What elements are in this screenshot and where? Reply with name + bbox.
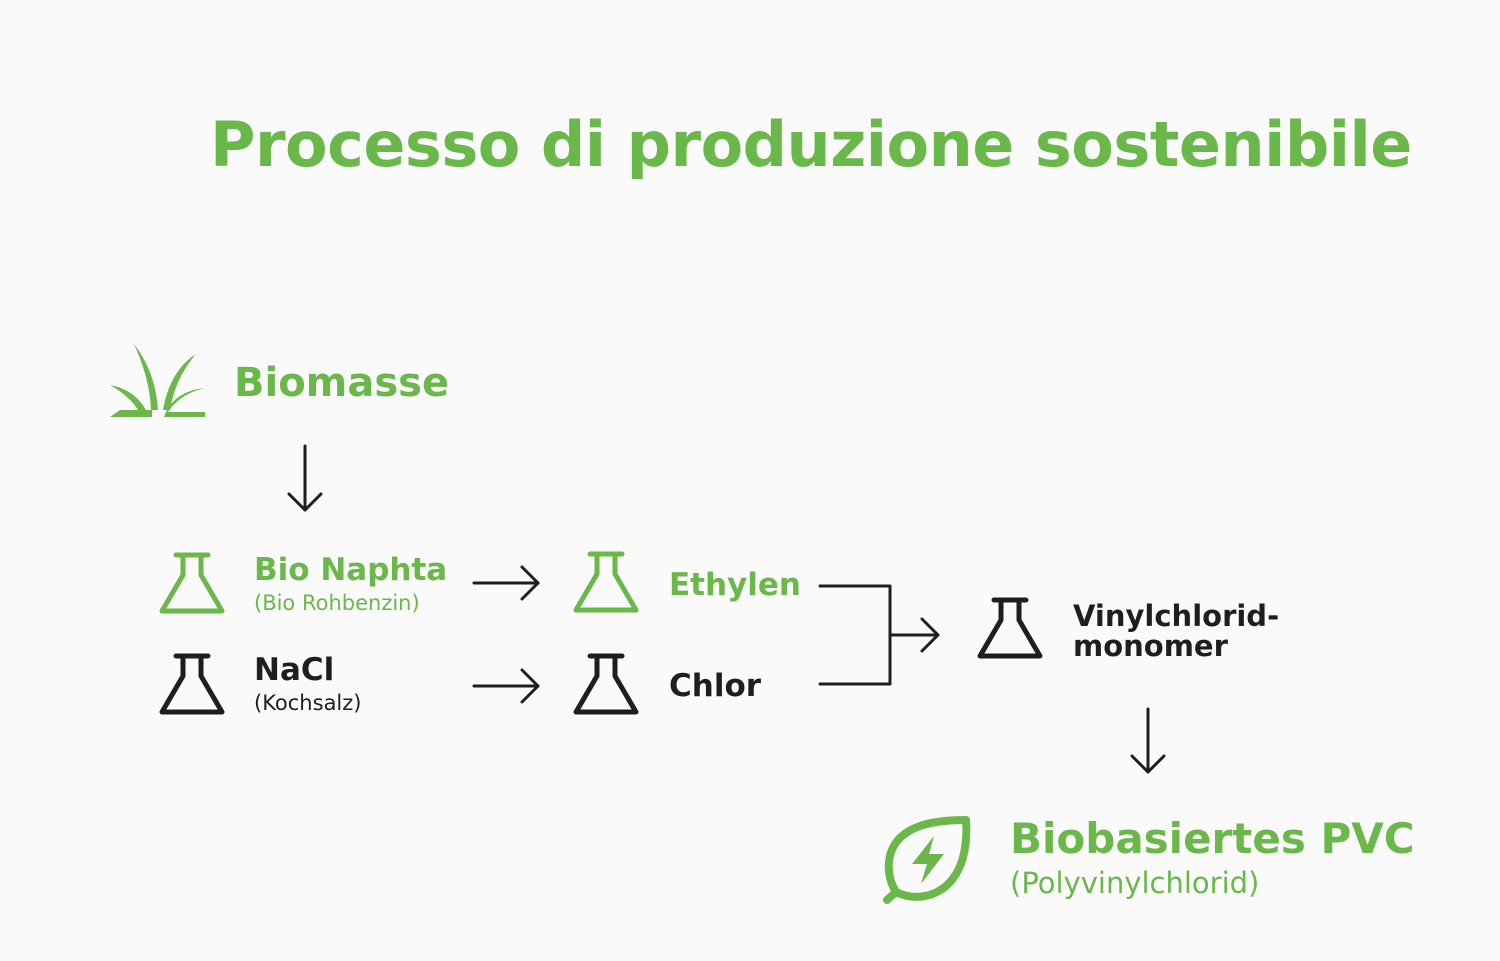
vinylchlorid-label-line2: monomer: [1073, 629, 1228, 663]
leaf-bolt-icon: [883, 816, 971, 904]
node-bio-naphta: Bio Naphta (Bio Rohbenzin): [158, 548, 458, 620]
node-ethylen: Ethylen: [572, 550, 812, 620]
bio-naphta-sublabel: (Bio Rohbenzin): [254, 591, 420, 615]
biomasse-label: Biomasse: [234, 360, 450, 406]
flask-icon: [977, 597, 1043, 659]
node-vinylchlorid: Vinylchlorid- monomer: [976, 596, 1296, 668]
pvc-label: Biobasiertes PVC: [1010, 814, 1415, 863]
arrow-biomasse-to-bio-naphta: [287, 444, 323, 512]
node-pvc: Biobasiertes PVC (Polyvinylchlorid): [882, 814, 1415, 904]
flask-icon: [573, 653, 639, 715]
arrow-bio-naphta-to-ethylen: [472, 565, 540, 601]
pvc-sublabel: (Polyvinylchlorid): [1010, 866, 1260, 900]
ethylen-label: Ethylen: [669, 567, 801, 603]
node-chlor: Chlor: [572, 652, 812, 722]
arrow-nacl-to-chlor: [472, 668, 540, 704]
bio-naphta-label: Bio Naphta: [254, 552, 448, 588]
node-nacl: NaCl (Kochsalz): [158, 652, 458, 724]
arrow-vinylchlorid-to-pvc: [1130, 707, 1166, 774]
grass-icon: [110, 344, 205, 417]
nacl-label: NaCl: [254, 652, 335, 688]
node-biomasse: Biomasse: [108, 340, 468, 420]
page-title: Processo di produzione sostenibile: [210, 108, 1412, 181]
vinylchlorid-label-line1: Vinylchlorid-: [1073, 599, 1280, 633]
flask-icon: [573, 551, 639, 613]
bracket-ethylen-chlor-to-vinylchlorid: [818, 584, 940, 686]
chlor-label: Chlor: [669, 668, 762, 704]
flask-icon: [159, 552, 225, 614]
nacl-sublabel: (Kochsalz): [254, 691, 362, 715]
flask-icon: [159, 653, 225, 715]
